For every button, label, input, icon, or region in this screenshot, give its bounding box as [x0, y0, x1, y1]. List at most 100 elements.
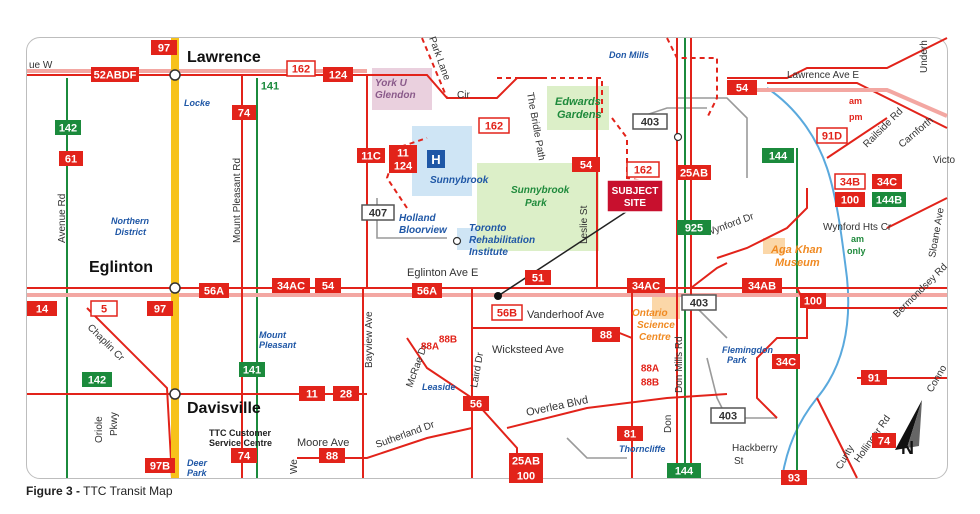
route-badge: 100 [835, 192, 865, 207]
svg-text:88A: 88A [421, 342, 439, 353]
route-badge: 34C [872, 174, 902, 189]
svg-text:11: 11 [397, 148, 409, 160]
place-label: pm [849, 112, 863, 122]
svg-text:88A: 88A [641, 364, 659, 375]
svg-text:14: 14 [36, 304, 49, 316]
street-label: Hackberry [732, 443, 778, 454]
route-badge: 25AB [677, 165, 711, 180]
route-badge: 56B [491, 304, 523, 321]
route-badge: 61 [59, 151, 83, 166]
svg-text:74: 74 [878, 436, 891, 448]
street-label: Bermondsey Rd [891, 262, 949, 320]
street-label: Bayview Ave [364, 311, 375, 368]
street-label: St [734, 456, 744, 467]
street-label: Don Mills Rd [674, 336, 685, 393]
route-badge: 91 [861, 370, 887, 385]
express-lines [66, 38, 798, 478]
aga-khan-area [763, 238, 785, 254]
hospital-symbol: H [431, 152, 440, 167]
place-label: Leaside [422, 382, 456, 392]
place-label: Museum [775, 257, 820, 269]
bloorview-area [457, 228, 477, 250]
route-badge: 162 [478, 117, 510, 134]
route-badge: 54 [315, 278, 341, 293]
street-label: Wynford Dr [704, 211, 756, 239]
don-river [766, 87, 850, 479]
route-badge: 11 [299, 386, 325, 401]
route-badge: 144 [667, 463, 701, 478]
svg-text:100: 100 [517, 471, 535, 483]
science-centre-area [652, 293, 680, 319]
street-label: Carnforth [897, 115, 936, 150]
route-badge: 162 [626, 161, 660, 178]
svg-text:54: 54 [322, 281, 335, 293]
edwards-gardens-area [547, 86, 609, 130]
place-label: Sunnybrook [430, 175, 489, 186]
subway-line-1 [171, 38, 179, 478]
svg-text:141: 141 [261, 81, 279, 93]
route-badge: 25AB [509, 453, 543, 468]
place-label: Sunnybrook [511, 185, 570, 196]
route-badge: 144 [762, 148, 794, 163]
route-badge: 925 [677, 220, 711, 235]
route-badge: 141 [261, 81, 279, 93]
svg-text:162: 162 [634, 165, 652, 177]
place-label: Park [525, 198, 547, 209]
street-label: ue W [29, 60, 53, 71]
svg-text:403: 403 [719, 411, 737, 423]
route-badge: 100 [509, 468, 543, 483]
svg-text:162: 162 [292, 64, 310, 76]
route-badge: 162 [286, 60, 316, 77]
bloorview-stop-dot [452, 236, 462, 246]
north-arrow-icon: N [895, 400, 922, 458]
route-badge: 142 [55, 120, 81, 135]
svg-text:54: 54 [580, 160, 593, 172]
svg-text:11: 11 [306, 389, 318, 401]
svg-text:91: 91 [868, 373, 880, 385]
svg-text:81: 81 [624, 429, 636, 441]
street-label: We [289, 459, 300, 474]
svg-text:34B: 34B [840, 177, 860, 189]
svg-text:34C: 34C [776, 357, 796, 369]
svg-text:61: 61 [65, 154, 77, 166]
route-badge: 51 [525, 270, 551, 285]
station-eglinton: Eglinton [89, 259, 153, 276]
svg-text:144B: 144B [876, 195, 902, 207]
route-badge: 403 [632, 113, 668, 130]
route-badge: 34AC [627, 278, 665, 293]
svg-text:97: 97 [158, 43, 170, 55]
svg-text:91D: 91D [822, 131, 842, 143]
svg-text:407: 407 [369, 208, 387, 220]
svg-text:51: 51 [532, 273, 544, 285]
place-label: Edwards [555, 96, 601, 108]
subject-site-location-dot [494, 292, 502, 300]
street-label: Victo [933, 155, 955, 166]
street-label: Chaplin Cr [85, 322, 127, 364]
place-label: Deer [187, 458, 208, 468]
place-label: only [847, 246, 866, 256]
street-label: Don [663, 415, 674, 433]
svg-text:56B: 56B [497, 308, 517, 320]
svg-text:142: 142 [88, 375, 106, 387]
place-label: am [849, 96, 862, 106]
figure-title: TTC Transit Map [83, 484, 173, 498]
place-label: Science [637, 320, 675, 331]
route-badge: 56A [412, 283, 442, 298]
route-badge: 97 [151, 40, 177, 55]
svg-text:403: 403 [690, 298, 708, 310]
route-badge: 28 [333, 386, 359, 401]
svg-text:25AB: 25AB [680, 168, 708, 180]
route-badge: 74 [232, 105, 256, 120]
street-label: Cir [457, 90, 470, 101]
route-badge: 124 [323, 67, 353, 82]
place-label: Flemingdon [722, 345, 773, 355]
station-lawrence: Lawrence [187, 49, 261, 66]
street-label: Lawrence Ave E [787, 70, 859, 81]
svg-text:34AB: 34AB [748, 281, 776, 293]
route-badge: 97 [147, 301, 173, 316]
route-badge: 403 [681, 294, 717, 311]
route-badge: 91D [816, 127, 848, 144]
svg-text:56A: 56A [417, 286, 437, 298]
